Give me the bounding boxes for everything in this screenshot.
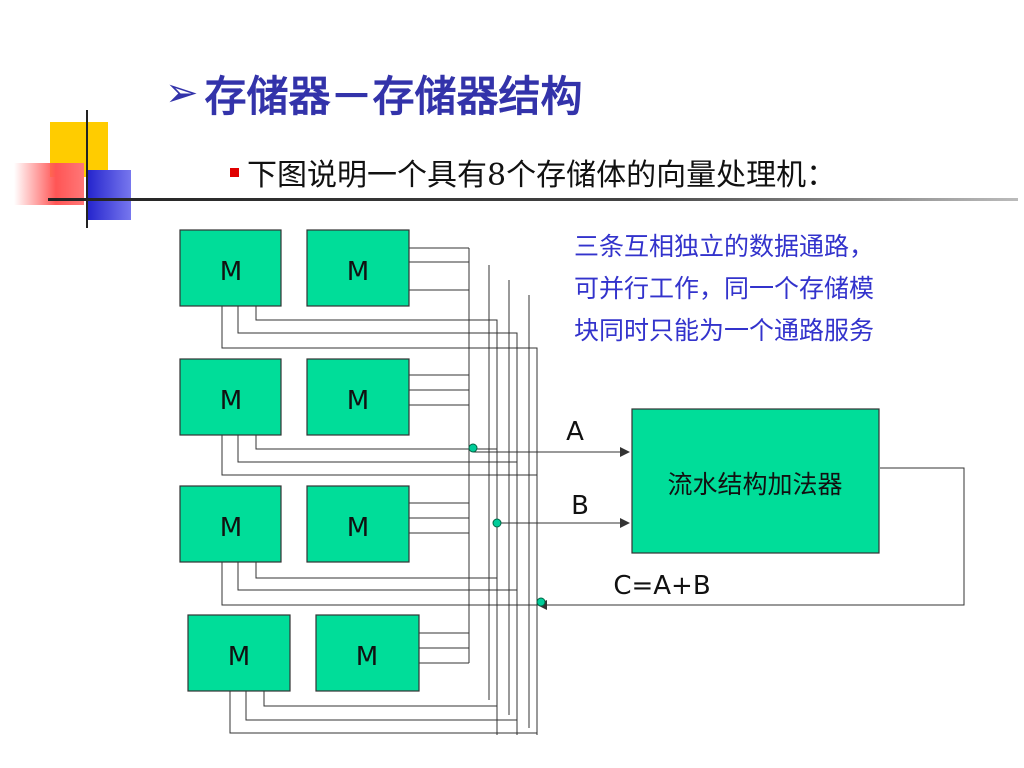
path-b-arrowhead-icon bbox=[620, 518, 630, 528]
adder-box bbox=[631, 408, 880, 554]
wire bbox=[263, 691, 497, 707]
memory-module bbox=[306, 358, 410, 436]
title-text: 存储器－存储器结构 bbox=[204, 71, 583, 121]
memory-module bbox=[187, 614, 291, 692]
path-b-label: B bbox=[571, 491, 589, 521]
wire bbox=[221, 306, 538, 735]
result-label: C=A+B bbox=[613, 571, 710, 601]
memory-module bbox=[315, 614, 420, 692]
note-text: 三条互相独立的数据通路， 可并行工作，同一个存储模 块同时只能为一个通路服务 bbox=[574, 226, 994, 352]
memory-module bbox=[179, 229, 282, 307]
deco-horizontal-line bbox=[48, 198, 1018, 201]
result-wire bbox=[545, 467, 965, 606]
memory-label: M bbox=[356, 642, 378, 672]
path-a-arrowhead-icon bbox=[620, 447, 630, 457]
title-arrow-icon: ➢ bbox=[165, 70, 199, 116]
memory-label: M bbox=[220, 257, 242, 287]
deco-vertical-line bbox=[86, 110, 88, 228]
memory-module bbox=[179, 358, 282, 436]
deco-blue-square bbox=[86, 170, 131, 220]
wire bbox=[237, 562, 517, 591]
memory-label: M bbox=[220, 386, 242, 416]
memory-label: M bbox=[220, 513, 242, 543]
memory-module bbox=[179, 485, 282, 563]
memory-label: M bbox=[347, 257, 369, 287]
wire bbox=[237, 306, 518, 735]
memory-label: M bbox=[347, 513, 369, 543]
wire bbox=[245, 691, 517, 721]
wire bbox=[255, 435, 497, 450]
memory-label: M bbox=[347, 386, 369, 416]
wire bbox=[255, 562, 497, 579]
adder-label: 流水结构加法器 bbox=[667, 470, 842, 499]
memory-module bbox=[306, 229, 410, 307]
path-a-label: A bbox=[566, 417, 584, 447]
note-line-1: 三条互相独立的数据通路， bbox=[574, 232, 875, 261]
bullet-text: 下图说明一个具有8个存储体的向量处理机： bbox=[247, 158, 837, 193]
note-line-2: 可并行工作，同一个存储模 bbox=[574, 274, 875, 303]
junction-dot bbox=[536, 597, 546, 607]
wire bbox=[229, 691, 537, 734]
bullet-square-icon bbox=[230, 167, 239, 177]
memory-label: M bbox=[228, 642, 250, 672]
junction-dot bbox=[468, 443, 478, 453]
page-title: ➢ 存储器－存储器结构 bbox=[165, 58, 583, 128]
wire bbox=[237, 435, 517, 463]
junction-dot bbox=[492, 518, 502, 528]
note-line-3: 块同时只能为一个通路服务 bbox=[574, 316, 875, 345]
memory-module bbox=[306, 485, 410, 563]
wire bbox=[221, 435, 537, 476]
wire bbox=[221, 562, 537, 606]
bullet-line: 下图说明一个具有8个存储体的向量处理机： bbox=[230, 150, 836, 194]
